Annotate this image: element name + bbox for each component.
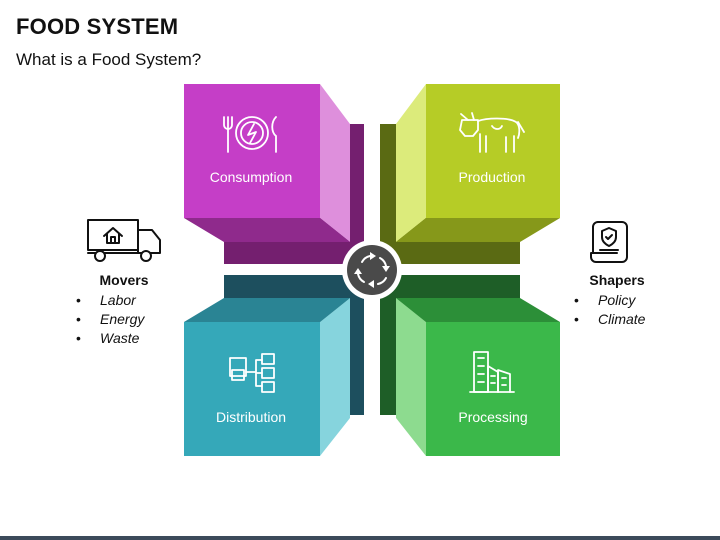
distribution-network-icon [229, 353, 275, 393]
plate-cutlery-icon [223, 116, 277, 153]
production-bottom-face [396, 218, 560, 242]
shapers-panel: Shapers Policy Climate [572, 272, 662, 330]
list-item: Policy [572, 292, 662, 308]
page-subtitle: What is a Food System? [16, 50, 202, 69]
production-side-face [396, 84, 426, 242]
processing-top-face [396, 298, 560, 322]
consumption-front-face [184, 84, 320, 218]
processing-side-face [396, 298, 426, 456]
distribution-label: Distribution [216, 409, 286, 425]
distribution-front-face [184, 322, 320, 456]
page-title: FOOD SYSTEM [16, 14, 179, 39]
processing-front-face [426, 322, 560, 456]
list-item: Labor [74, 292, 174, 308]
block-consumption: Consumption [184, 84, 350, 242]
block-distribution: Distribution [184, 298, 350, 456]
distribution-side-face [320, 298, 350, 456]
consumption-side-face [320, 84, 350, 242]
distribution-top-face [184, 298, 350, 322]
list-item: Climate [572, 311, 662, 327]
factory-buildings-icon [469, 351, 515, 393]
policy-document-icon [590, 221, 628, 263]
cow-icon [459, 112, 525, 153]
list-item: Waste [74, 330, 174, 346]
consumption-bottom-face [184, 218, 350, 242]
movers-title: Movers [99, 272, 149, 288]
block-production: Production [396, 84, 560, 242]
movers-list: Labor Energy Waste [74, 292, 174, 346]
list-item: Energy [74, 311, 174, 327]
consumption-label: Consumption [210, 169, 293, 185]
processing-label: Processing [458, 409, 527, 425]
production-front-face [426, 84, 560, 218]
production-label: Production [459, 169, 526, 185]
cycle-arrows-icon [342, 240, 402, 300]
block-processing: Processing [396, 298, 560, 456]
shapers-title: Shapers [589, 272, 645, 288]
movers-panel: Movers Labor Energy Waste [74, 272, 174, 349]
shapers-list: Policy Climate [572, 292, 662, 327]
footer-bar [0, 536, 720, 540]
truck-icon [87, 219, 161, 262]
